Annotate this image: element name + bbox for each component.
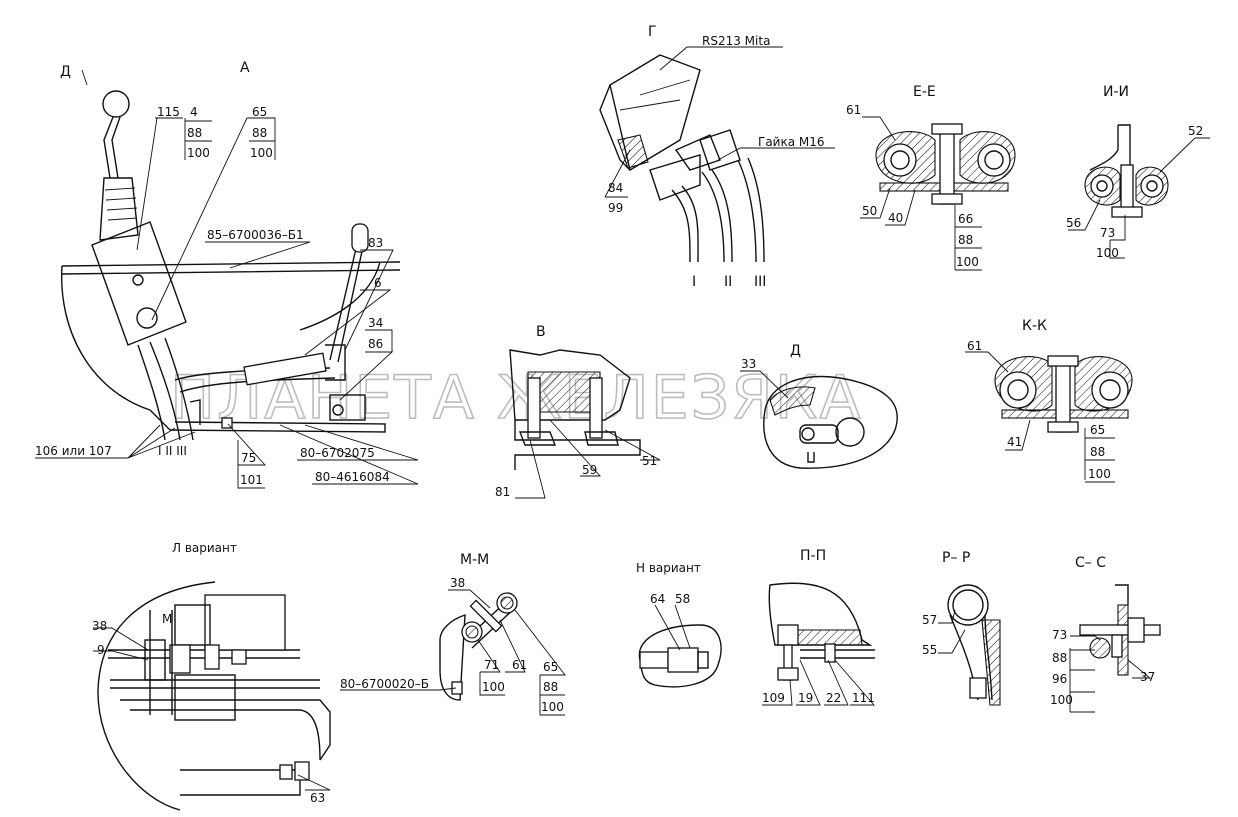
label-61: 61 xyxy=(512,658,527,672)
label-100: 100 xyxy=(956,255,979,269)
label-65: 65 xyxy=(543,660,558,674)
section-rr-title: Р– Р xyxy=(942,550,970,566)
label-81: 81 xyxy=(495,485,510,499)
view-a-title: А xyxy=(240,60,250,76)
label-41: 41 xyxy=(1007,435,1022,449)
label-40: 40 xyxy=(888,211,903,225)
view-g xyxy=(599,46,835,263)
label-52: 52 xyxy=(1188,124,1203,138)
label-71: 71 xyxy=(484,658,499,672)
label-115: 115 xyxy=(157,105,180,119)
roman-1: I xyxy=(692,274,696,290)
label-9: 9 xyxy=(97,643,105,657)
section-mm-title: М-М xyxy=(460,552,489,568)
label-100: 100 xyxy=(541,700,564,714)
label-6: 6 xyxy=(374,276,382,290)
label-73: 73 xyxy=(1052,628,1067,642)
label-38: 38 xyxy=(92,619,107,633)
label-101: 101 xyxy=(240,473,263,487)
label-100: 100 xyxy=(250,146,273,160)
label-65: 65 xyxy=(252,105,267,119)
label-75: 75 xyxy=(241,451,256,465)
label-57: 57 xyxy=(922,613,937,627)
section-ee xyxy=(860,116,1016,271)
section-ii xyxy=(1068,124,1210,259)
label-73: 73 xyxy=(1100,226,1115,240)
view-n xyxy=(638,604,722,688)
label-100: 100 xyxy=(1088,467,1111,481)
view-d-title: Д xyxy=(790,343,801,359)
label-88: 88 xyxy=(1052,651,1067,665)
label-63: 63 xyxy=(310,791,325,805)
label-83: 83 xyxy=(368,236,383,250)
label-part-85: 85–6700036–Б1 xyxy=(207,228,304,242)
section-pp xyxy=(762,582,875,706)
label-59: 59 xyxy=(582,463,597,477)
label-19: 19 xyxy=(798,691,813,705)
label-rs213: RS213 Mita xyxy=(702,34,770,48)
label-106: 106 или 107 xyxy=(35,444,112,458)
label-33: 33 xyxy=(741,357,756,371)
label-51: 51 xyxy=(642,454,657,468)
section-ee-title: Е-Е xyxy=(913,84,936,100)
label-100: 100 xyxy=(1096,246,1119,260)
section-ii-title: И-И xyxy=(1103,84,1129,100)
label-100: 100 xyxy=(482,680,505,694)
label-96: 96 xyxy=(1052,672,1067,686)
label-109: 109 xyxy=(762,691,785,705)
label-55: 55 xyxy=(922,643,937,657)
view-v-title: В xyxy=(536,324,546,340)
label-99: 99 xyxy=(608,201,623,215)
label-66: 66 xyxy=(958,212,973,226)
view-v xyxy=(509,349,661,499)
label-gaika: Гайка М16 xyxy=(758,135,825,149)
label-88: 88 xyxy=(187,126,202,140)
roman-2: II xyxy=(724,274,732,290)
label-88: 88 xyxy=(958,233,973,247)
section-mm xyxy=(340,589,566,716)
label-part-80-6702075: 80–6702075 xyxy=(300,446,375,460)
label-50: 50 xyxy=(862,204,877,218)
label-84: 84 xyxy=(608,181,623,195)
label-100: 100 xyxy=(187,146,210,160)
section-kk xyxy=(965,351,1133,483)
label-88: 88 xyxy=(1090,445,1105,459)
view-n-title: Н вариант xyxy=(636,561,701,575)
roman-numerals-a: I II III xyxy=(158,444,187,458)
section-rr xyxy=(938,584,1001,706)
label-88: 88 xyxy=(543,680,558,694)
label-65: 65 xyxy=(1090,423,1105,437)
view-a xyxy=(35,69,419,489)
section-ss-title: С– С xyxy=(1075,555,1106,571)
label-part-80-4616084: 80–4616084 xyxy=(315,470,390,484)
label-4: 4 xyxy=(190,105,198,119)
label-part-80-6700020: 80–6700020–Б xyxy=(340,677,429,691)
label-58: 58 xyxy=(675,592,690,606)
label-38: 38 xyxy=(450,576,465,590)
roman-3: III xyxy=(754,274,766,290)
section-ss xyxy=(1069,584,1161,713)
view-l xyxy=(93,581,331,811)
label-61: 61 xyxy=(846,103,861,117)
label-22: 22 xyxy=(826,691,841,705)
section-kk-title: К-К xyxy=(1022,318,1047,334)
view-l-title: Л вариант xyxy=(172,541,237,555)
label-88: 88 xyxy=(252,126,267,140)
label-34: 34 xyxy=(368,316,383,330)
label-56: 56 xyxy=(1066,216,1081,230)
label-86: 86 xyxy=(368,337,383,351)
view-d-arrow-label: Д xyxy=(60,64,71,80)
view-g-title: Г xyxy=(648,24,657,40)
view-d xyxy=(740,370,898,469)
label-37: 37 xyxy=(1140,670,1155,684)
view-l-m-mark: М xyxy=(162,612,172,626)
label-61: 61 xyxy=(967,339,982,353)
label-64: 64 xyxy=(650,592,665,606)
section-pp-title: П-П xyxy=(800,548,826,564)
label-111: 111 xyxy=(852,691,875,705)
label-100: 100 xyxy=(1050,693,1073,707)
